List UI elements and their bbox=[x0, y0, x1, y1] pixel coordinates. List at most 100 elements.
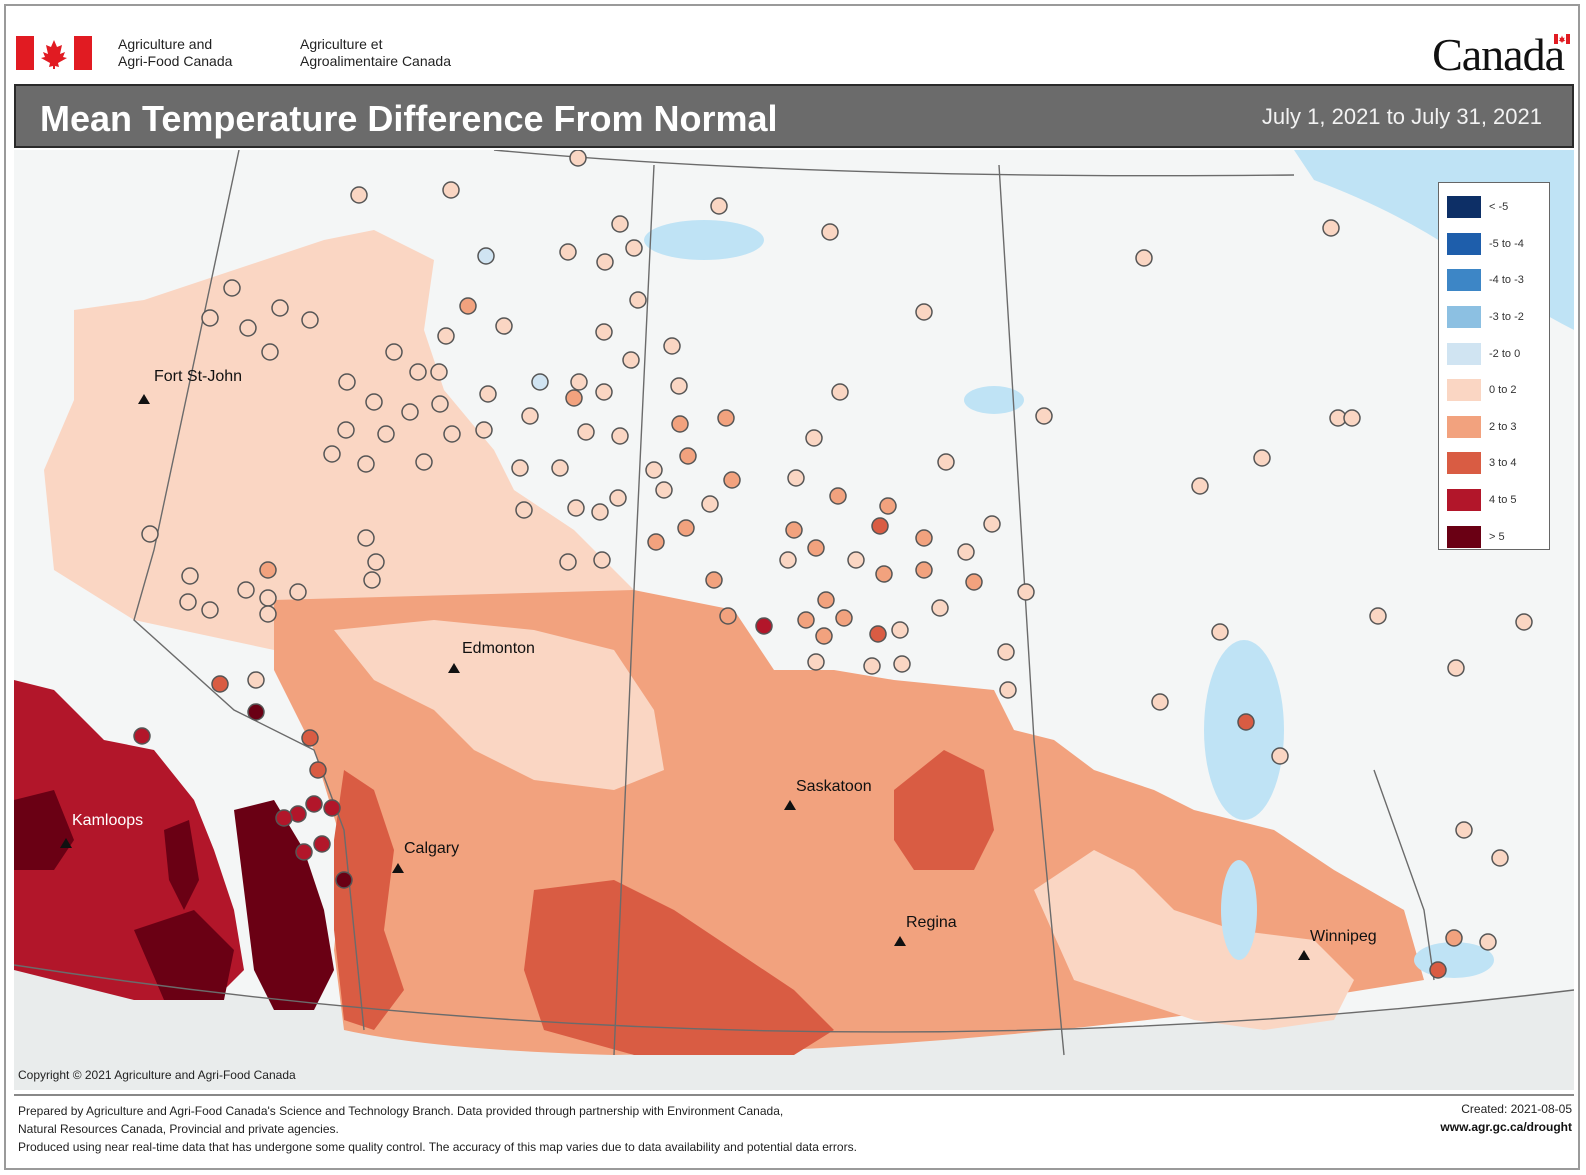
station-dot bbox=[201, 309, 219, 327]
station-dot bbox=[785, 521, 803, 539]
city-label-calgary: Calgary bbox=[404, 840, 460, 857]
usa-area bbox=[14, 965, 1574, 1090]
station-dot bbox=[611, 215, 629, 233]
dept-en-line2: Agri-Food Canada bbox=[118, 53, 233, 69]
legend-swatch bbox=[1447, 525, 1481, 548]
station-dot bbox=[807, 539, 825, 557]
station-dot bbox=[723, 471, 741, 489]
station-dot bbox=[338, 373, 356, 391]
legend-row: -4 to -3 bbox=[1439, 262, 1549, 299]
lake-manitoba bbox=[1221, 860, 1257, 960]
station-dot bbox=[1211, 623, 1229, 641]
station-dot bbox=[431, 395, 449, 413]
station-dot bbox=[357, 529, 375, 547]
station-dot bbox=[622, 351, 640, 369]
station-dot bbox=[367, 553, 385, 571]
website-link[interactable]: www.agr.gc.ca/drought bbox=[1440, 1120, 1572, 1134]
station-dot bbox=[363, 571, 381, 589]
station-dot bbox=[1271, 747, 1289, 765]
date-range: July 1, 2021 to July 31, 2021 bbox=[1261, 104, 1542, 129]
city-label-kamloops: Kamloops bbox=[72, 812, 144, 829]
legend-swatch bbox=[1447, 452, 1481, 475]
canada-flag-icon bbox=[16, 36, 92, 70]
station-dot bbox=[201, 601, 219, 619]
station-dot bbox=[179, 593, 197, 611]
city-label-regina: Regina bbox=[906, 914, 957, 931]
department-name-french: Agriculture et Agroalimentaire Canada bbox=[300, 36, 451, 70]
legend-swatch bbox=[1447, 415, 1481, 438]
legend-row: 4 to 5 bbox=[1439, 482, 1549, 519]
station-dot bbox=[437, 327, 455, 345]
station-dot bbox=[1455, 821, 1473, 839]
station-dot bbox=[1445, 929, 1463, 947]
station-dots bbox=[133, 150, 1533, 979]
map-legend: < -5 -5 to -4 -4 to -3 -3 to -2 -2 to 0 … bbox=[1438, 182, 1550, 550]
station-dot bbox=[629, 291, 647, 309]
station-dot bbox=[577, 423, 595, 441]
station-dot bbox=[671, 415, 689, 433]
station-dot bbox=[259, 605, 277, 623]
station-dot bbox=[663, 337, 681, 355]
station-dot bbox=[365, 393, 383, 411]
station-dot bbox=[817, 591, 835, 609]
station-dot bbox=[871, 517, 889, 535]
station-dot bbox=[323, 799, 341, 817]
station-dot bbox=[357, 455, 375, 473]
temperature-zone-0to2-north bbox=[44, 230, 634, 650]
station-dot bbox=[511, 459, 529, 477]
lake-athabasca bbox=[644, 220, 764, 260]
station-dot bbox=[1253, 449, 1271, 467]
station-dot bbox=[521, 407, 539, 425]
station-dot bbox=[1343, 409, 1361, 427]
legend-swatch bbox=[1447, 196, 1481, 219]
station-dot bbox=[915, 561, 933, 579]
station-dot bbox=[459, 297, 477, 315]
dept-en-line1: Agriculture and bbox=[118, 36, 213, 52]
temperature-zone-3to4-central-sask bbox=[894, 750, 994, 870]
station-dot bbox=[401, 403, 419, 421]
legend-row: -5 to -4 bbox=[1439, 226, 1549, 263]
wordmark-flag-icon bbox=[1554, 34, 1570, 44]
station-dot bbox=[1515, 613, 1533, 631]
station-dot bbox=[377, 425, 395, 443]
legend-label: -3 to -2 bbox=[1489, 311, 1524, 324]
map-copyright: Copyright © 2021 Agriculture and Agri-Fo… bbox=[18, 1068, 296, 1082]
station-dot bbox=[891, 621, 909, 639]
station-dot bbox=[301, 729, 319, 747]
station-dot bbox=[670, 377, 688, 395]
page-footer: Prepared by Agriculture and Agri-Food Ca… bbox=[14, 1094, 1574, 1166]
city-label-winnipeg: Winnipeg bbox=[1310, 928, 1377, 945]
reindeer-lake bbox=[964, 386, 1024, 414]
station-dot bbox=[559, 553, 577, 571]
station-dot bbox=[289, 583, 307, 601]
station-dot bbox=[915, 303, 933, 321]
station-dot bbox=[779, 551, 797, 569]
temperature-zone-over5-kamloops bbox=[14, 790, 74, 870]
title-bar: Mean Temperature Difference From Normal … bbox=[14, 84, 1574, 148]
station-dot bbox=[1135, 249, 1153, 267]
station-dot bbox=[335, 871, 353, 889]
station-dot bbox=[301, 311, 319, 329]
station-dot bbox=[323, 445, 341, 463]
footer-line-1: Prepared by Agriculture and Agri-Food Ca… bbox=[18, 1104, 784, 1118]
city-marker-icon bbox=[784, 800, 796, 810]
station-dot bbox=[239, 319, 257, 337]
footer-line-3: Produced using near real-time data that … bbox=[18, 1140, 857, 1154]
station-dot bbox=[893, 655, 911, 673]
station-dot bbox=[677, 519, 695, 537]
legend-swatch bbox=[1447, 379, 1481, 402]
station-dot bbox=[999, 681, 1017, 699]
station-dot bbox=[259, 561, 277, 579]
temperature-zone-3to4-south-sask bbox=[524, 880, 834, 1055]
temperature-zone-over5-bc-south bbox=[134, 910, 234, 1000]
footer-notes: Prepared by Agriculture and Agri-Food Ca… bbox=[18, 1102, 857, 1156]
legend-row: -3 to -2 bbox=[1439, 299, 1549, 336]
station-dot bbox=[495, 317, 513, 335]
station-dot bbox=[1322, 219, 1340, 237]
station-dot bbox=[701, 495, 719, 513]
station-dot bbox=[1369, 607, 1387, 625]
station-dot bbox=[609, 489, 627, 507]
station-dot bbox=[409, 363, 427, 381]
station-dot bbox=[515, 501, 533, 519]
station-dot bbox=[647, 533, 665, 551]
